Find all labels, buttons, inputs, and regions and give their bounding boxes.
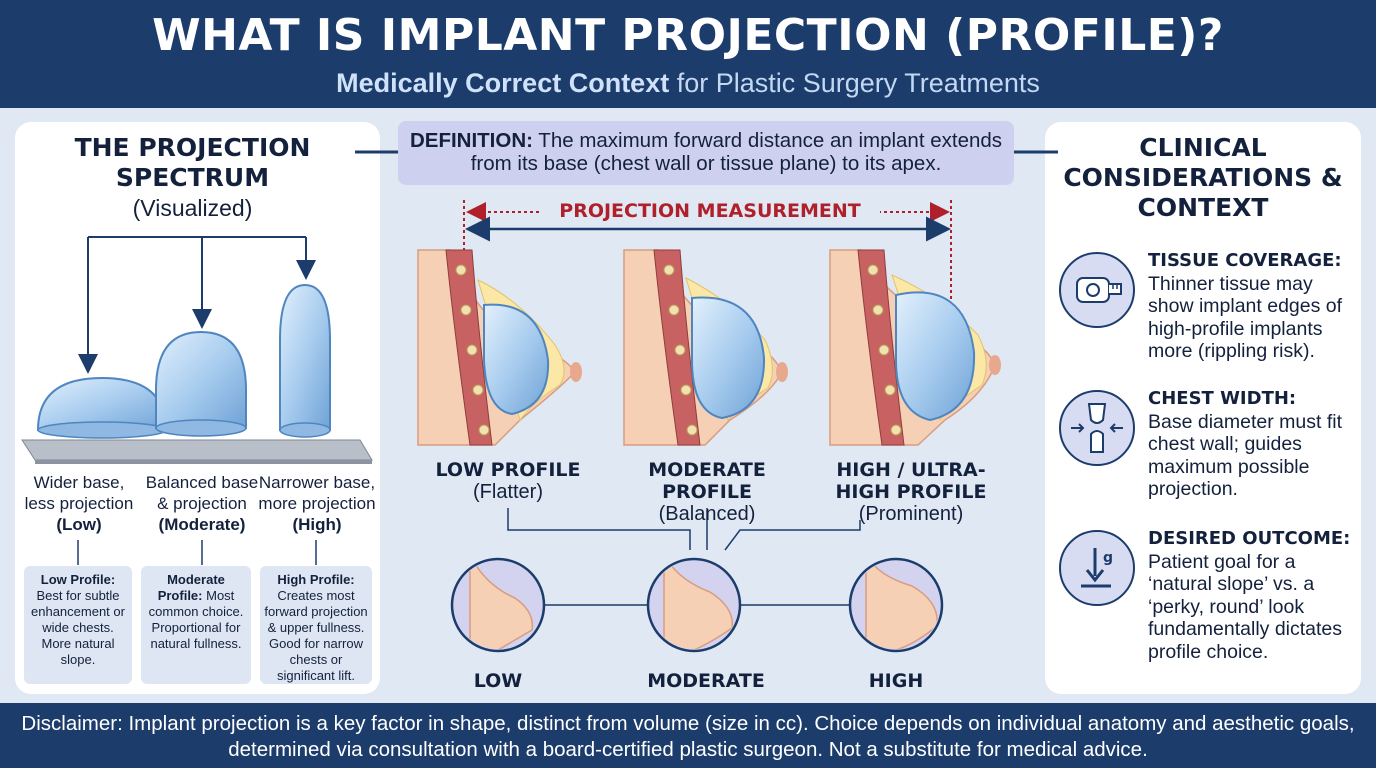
low-note-text: Best for subtle enhancement or wide ches… — [31, 588, 125, 667]
tissue-coverage-item: TISSUE COVERAGE: Thinner tissue may show… — [1148, 250, 1358, 363]
moderate-column-label: Balanced base & projection (Moderate) — [140, 472, 264, 535]
spectrum-arrows — [78, 236, 316, 374]
moderate-line2: & projection — [157, 494, 247, 513]
low-silhouette-thumbnail — [450, 557, 546, 653]
high-profile-cross-section — [829, 249, 1001, 446]
chest-width-title: CHEST WIDTH: — [1148, 388, 1297, 409]
moderate-profile-note: Moderate Profile: Most common choice. Pr… — [141, 566, 251, 684]
page-subtitle: Medically Correct Context for Plastic Su… — [0, 68, 1376, 99]
high-line1: Narrower base, — [258, 473, 376, 492]
moderate-bottom-label: MODERATE — [647, 670, 765, 692]
definition-label: DEFINITION: — [409, 129, 533, 152]
low-line1: Wider base, — [33, 473, 125, 492]
moderate-note-title: Moderate Profile: — [157, 572, 225, 603]
spectrum-title: THE PROJECTION SPECTRUM — [74, 133, 311, 192]
header-banner: WHAT IS IMPLANT PROJECTION (PROFILE)? Me… — [0, 0, 1376, 108]
definition-text: The maximum forward distance an implant … — [470, 129, 1003, 175]
page-title: WHAT IS IMPLANT PROJECTION (PROFILE)? — [152, 10, 1224, 61]
projection-measurement-label: PROJECTION MEASUREMENT — [540, 200, 880, 222]
high-profile-note: High Profile: Creates most forward proje… — [260, 566, 372, 684]
low-bottom-label: LOW — [473, 670, 523, 692]
svg-text:g: g — [1103, 550, 1113, 566]
joint-icon — [1059, 390, 1135, 466]
high-note-title: High Profile: — [277, 572, 355, 587]
desired-outcome-item: DESIRED OUTCOME: Patient goal for a ‘nat… — [1148, 528, 1358, 663]
moderate-profile-label: MODERATE PROFILE (Balanced) — [602, 459, 812, 525]
subtitle-rest: for Plastic Surgery Treatments — [669, 68, 1040, 98]
moderate-profile-implant — [155, 330, 247, 429]
low-profile-note: Low Profile: Best for subtle enhancement… — [24, 566, 132, 684]
tape-measure-icon — [1059, 252, 1135, 328]
clinical-title: CLINICAL CONSIDERATIONS & CONTEXT — [1063, 133, 1343, 222]
subtitle-bold: Medically Correct Context — [336, 68, 670, 98]
low-note-title: Low Profile: — [40, 572, 116, 587]
moderate-silhouette-thumbnail — [646, 557, 742, 653]
moderate-profile-title: MODERATE PROFILE — [648, 459, 766, 503]
definition-box: DEFINITION: The maximum forward distance… — [398, 121, 1014, 185]
low-column-label: Wider base, less projection (Low) — [20, 472, 138, 535]
chest-width-item: CHEST WIDTH: Base diameter must fit ches… — [1148, 388, 1358, 501]
chest-width-text: Base diameter must fit chest wall; guide… — [1148, 410, 1342, 501]
high-profile-sub: (Prominent) — [858, 503, 964, 525]
disclaimer-text: Disclaimer: Implant projection is a key … — [21, 712, 1355, 761]
high-bottom-label: HIGH — [868, 670, 924, 692]
moderate-note-text: Most common choice. Proportional for nat… — [148, 588, 244, 651]
low-profile-title: LOW PROFILE — [435, 459, 581, 481]
low-tag: (Low) — [56, 515, 102, 534]
high-profile-label: HIGH / ULTRA-HIGH PROFILE (Prominent) — [818, 459, 1004, 525]
high-note-text: Creates most forward projection & upper … — [264, 588, 368, 683]
desired-outcome-text: Patient goal for a ‘natural slope’ vs. a… — [1148, 550, 1343, 663]
low-profile-sub: (Flatter) — [473, 481, 543, 503]
high-profile-title: HIGH / ULTRA-HIGH PROFILE — [835, 459, 987, 503]
moderate-line1: Balanced base — [145, 473, 259, 492]
high-profile-implant — [279, 283, 331, 431]
low-profile-cross-section — [417, 249, 582, 446]
tissue-coverage-text: Thinner tissue may show implant edges of… — [1148, 272, 1343, 363]
moderate-profile-sub: (Balanced) — [658, 503, 756, 525]
high-silhouette-thumbnail — [848, 557, 944, 653]
low-profile-label: LOW PROFILE (Flatter) — [420, 459, 596, 503]
implant-platform — [21, 439, 373, 461]
moderate-tag: (Moderate) — [158, 515, 246, 534]
weight-down-icon: g — [1059, 530, 1135, 606]
high-column-label: Narrower base, more projection (High) — [256, 472, 378, 535]
spectrum-subtitle: (Visualized) — [132, 195, 253, 221]
low-line2: less projection — [24, 494, 134, 513]
high-tag: (High) — [292, 515, 342, 534]
moderate-profile-cross-section — [623, 249, 788, 446]
desired-outcome-title: DESIRED OUTCOME: — [1148, 528, 1351, 549]
tissue-coverage-title: TISSUE COVERAGE: — [1148, 250, 1342, 271]
high-line2: more projection — [258, 494, 376, 513]
disclaimer-footer: Disclaimer: Implant projection is a key … — [0, 703, 1376, 768]
